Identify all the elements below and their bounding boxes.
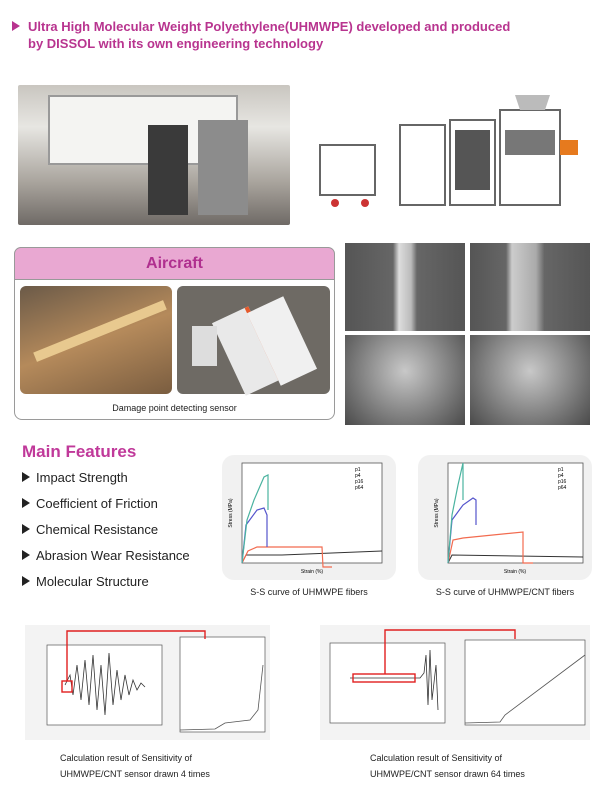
sem-image-3: [345, 335, 465, 425]
legend-label: p4: [355, 473, 361, 479]
series-p4: [241, 546, 332, 568]
sem-image-2: [470, 243, 590, 331]
caption-line: UHMWPE/CNT sensor drawn 4 times: [60, 769, 210, 779]
feature-item: Chemical Resistance: [22, 522, 158, 537]
feature-label: Molecular Structure: [36, 574, 149, 589]
feature-label: Chemical Resistance: [36, 522, 159, 537]
triangle-bullet-icon: [22, 550, 30, 560]
feature-label: Abrasion Wear Resistance: [36, 548, 190, 563]
zoom-highlight-box: [352, 673, 416, 683]
legend-label: p16: [355, 479, 364, 485]
feature-label: Impact Strength: [36, 470, 128, 485]
ss-chart-cnt-plot: p1 p4 p16 p64 Strain (%) Stress (MPa): [434, 462, 584, 575]
y-axis-label: Stress (MPa): [434, 498, 440, 528]
equipment-diagram: [319, 95, 578, 207]
intro-line-2: by DISSOL with its own engineering techn…: [28, 36, 324, 51]
triangle-bullet-icon: [22, 576, 30, 586]
series-p64: [447, 462, 464, 564]
intro-line-1: Ultra High Molecular Weight Polyethylene…: [28, 19, 511, 34]
ss-chart-cnt: p1 p4 p16 p64 Strain (%) Stress (MPa): [418, 455, 592, 580]
sem-image-4: [470, 335, 590, 425]
caption-line: Calculation result of Sensitivity of: [370, 753, 503, 763]
sensitivity-curve: [179, 664, 264, 731]
ss-chart-cnt-caption: S-S curve of UHMWPE/CNT fibers: [435, 587, 575, 597]
aircraft-model-photo: [177, 286, 330, 396]
ss-chart-uhmwpe-plot: p1 p4 p16 p64 Strain (%) Stress (MPa): [228, 462, 383, 575]
feature-item: Impact Strength: [22, 470, 128, 485]
main-features-title: Main Features: [22, 442, 137, 461]
legend-label: p16: [558, 479, 567, 485]
series-p64: [241, 474, 269, 564]
feature-item: Abrasion Wear Resistance: [22, 548, 190, 563]
ss-chart-uhmwpe: p1 p4 p16 p64 Strain (%) Stress (MPa): [222, 455, 396, 580]
y-axis-label: Stress (MPa): [228, 498, 234, 528]
sensitivity-4x-figure: [25, 625, 270, 740]
sem-image-1: [345, 243, 465, 331]
legend-label: p1: [558, 467, 564, 473]
signal-trace: [350, 649, 439, 711]
legend-label: p4: [558, 473, 564, 479]
ss-chart-uhmwpe-caption: S-S curve of UHMWPE fibers: [250, 587, 368, 597]
feature-label: Coefficient of Friction: [36, 496, 158, 511]
caption-line: UHMWPE/CNT sensor drawn 64 times: [370, 769, 525, 779]
x-axis-label: Strain (%): [301, 569, 324, 575]
aircraft-caption: Damage point detecting sensor: [112, 403, 237, 413]
feature-item: Coefficient of Friction: [22, 496, 158, 511]
series-p1: [447, 554, 584, 564]
sensitivity-4x-caption: Calculation result of Sensitivity of UHM…: [60, 750, 210, 782]
sensitivity-curve: [464, 654, 586, 724]
feature-item: Molecular Structure: [22, 574, 149, 589]
legend-label: p64: [355, 485, 364, 491]
x-axis-label: Strain (%): [504, 569, 527, 575]
legend-label: p1: [355, 467, 361, 473]
caption-line: Calculation result of Sensitivity of: [60, 753, 193, 763]
sensitivity-64x-figure: [320, 625, 590, 740]
callout-arrow: [66, 630, 206, 681]
triangle-bullet-icon: [22, 472, 30, 482]
aircraft-title: Aircraft: [14, 247, 335, 280]
triangle-bullet-icon: [22, 524, 30, 534]
sensitivity-64x-caption: Calculation result of Sensitivity of UHM…: [370, 750, 525, 782]
intro-heading: Ultra High Molecular Weight Polyethylene…: [12, 18, 592, 52]
legend-label: p64: [558, 485, 567, 491]
signal-trace: [64, 652, 146, 716]
series-p4: [447, 531, 533, 564]
triangle-bullet-icon: [22, 498, 30, 508]
callout-arrow: [384, 629, 516, 674]
triangle-bullet-icon: [12, 21, 20, 31]
aircraft-frame-photo: [20, 286, 172, 394]
lab-equipment-photo: [18, 85, 290, 225]
